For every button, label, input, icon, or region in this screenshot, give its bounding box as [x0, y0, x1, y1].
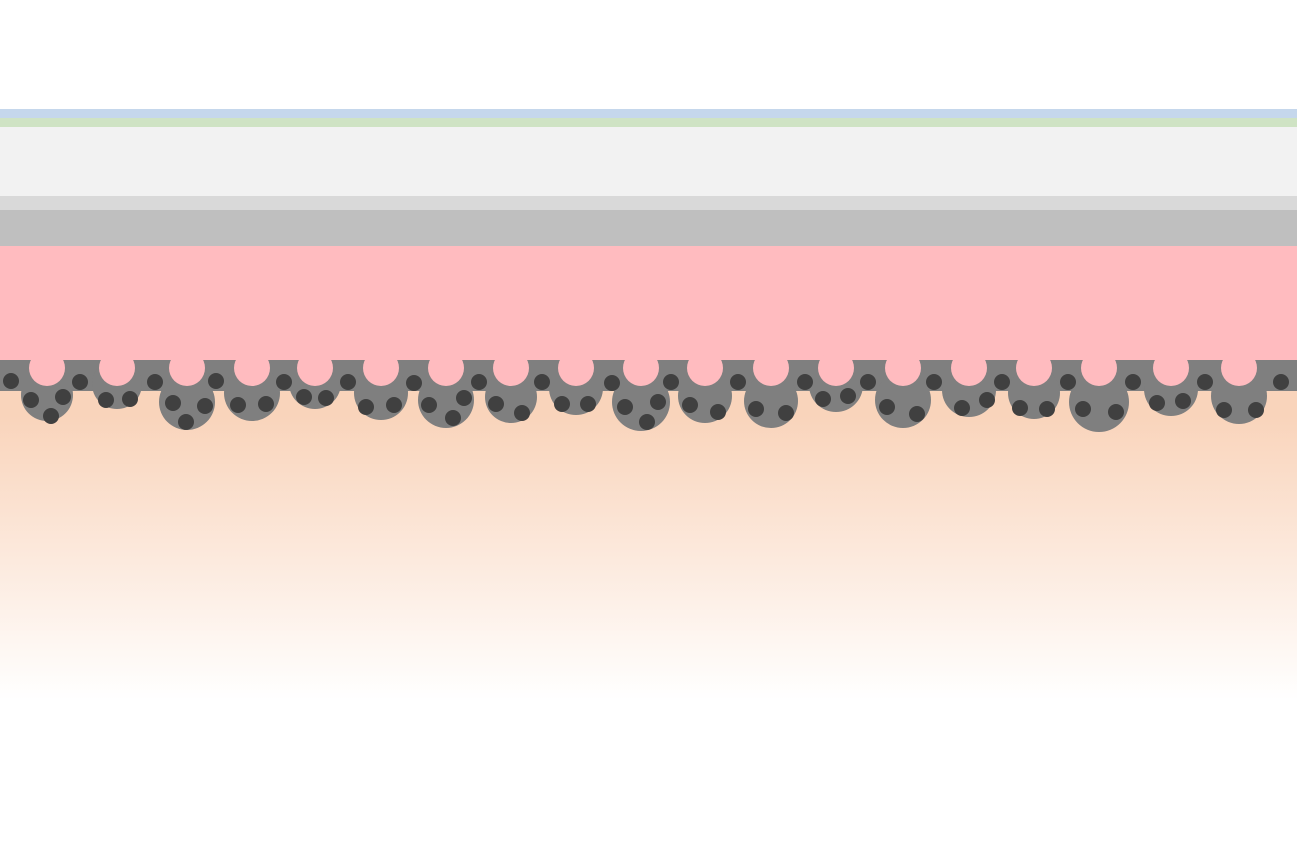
pink-bump: [234, 350, 270, 386]
dark-particle: [514, 405, 530, 421]
dark-particle: [682, 397, 698, 413]
gray-lobe: [159, 374, 215, 430]
dark-particle: [386, 397, 402, 413]
dark-particle: [358, 399, 374, 415]
dark-particle: [258, 396, 274, 412]
dark-particle: [1039, 401, 1055, 417]
dark-particle: [23, 392, 39, 408]
dark-particle: [1248, 402, 1264, 418]
pink-layer: [0, 246, 1297, 360]
dark-particle: [860, 374, 876, 390]
pink-bump-group: [29, 350, 1257, 386]
dark-particle: [815, 391, 831, 407]
pink-bump: [363, 350, 399, 386]
dark-particle: [926, 374, 942, 390]
pink-bump: [885, 350, 921, 386]
dark-particle: [840, 388, 856, 404]
light-gray-layer: [0, 196, 1297, 210]
dark-particle: [650, 394, 666, 410]
dark-particle: [340, 374, 356, 390]
dark-particle: [954, 400, 970, 416]
dark-particle: [879, 399, 895, 415]
dark-particle: [1060, 374, 1076, 390]
dark-particle: [1197, 374, 1213, 390]
dark-particle: [604, 375, 620, 391]
dark-particle: [122, 391, 138, 407]
pink-bump: [623, 350, 659, 386]
dark-particle: [1216, 402, 1232, 418]
gray-lobe: [612, 373, 670, 431]
dark-particle: [663, 374, 679, 390]
dark-particle: [534, 374, 550, 390]
pink-bump: [1221, 350, 1257, 386]
dark-particle: [1125, 374, 1141, 390]
dark-particle: [165, 395, 181, 411]
dark-particle: [639, 414, 655, 430]
pink-bump: [753, 350, 789, 386]
dark-particle: [979, 392, 995, 408]
dark-particle: [580, 396, 596, 412]
dark-particle: [1108, 404, 1124, 420]
dark-particle: [456, 390, 472, 406]
dark-particle: [43, 408, 59, 424]
pink-bump: [1016, 350, 1052, 386]
dark-particle: [909, 406, 925, 422]
dark-particle: [406, 375, 422, 391]
pink-bump: [493, 350, 529, 386]
dark-particle: [230, 397, 246, 413]
dark-particle: [445, 410, 461, 426]
pink-bump: [1153, 350, 1189, 386]
pink-bump: [1081, 350, 1117, 386]
dark-particle: [276, 374, 292, 390]
pink-bump: [99, 350, 135, 386]
dark-particle: [488, 396, 504, 412]
dark-particle: [1075, 401, 1091, 417]
dark-particle: [55, 389, 71, 405]
dark-particle: [1273, 374, 1289, 390]
dark-particle: [730, 374, 746, 390]
pink-bump: [818, 350, 854, 386]
dark-particle: [208, 373, 224, 389]
pink-bump: [428, 350, 464, 386]
gray-lobe: [418, 372, 474, 428]
dark-particle: [421, 397, 437, 413]
dark-particle: [147, 374, 163, 390]
dark-particle: [778, 405, 794, 421]
pink-bump: [558, 350, 594, 386]
pink-bump: [169, 350, 205, 386]
pink-bump: [687, 350, 723, 386]
dark-particle: [3, 373, 19, 389]
top-blue-layer: [0, 109, 1297, 118]
dark-particle: [1012, 400, 1028, 416]
dark-particle: [797, 374, 813, 390]
pink-bump: [951, 350, 987, 386]
dark-particle: [1175, 393, 1191, 409]
gradient-fade-region: [0, 391, 1297, 700]
dark-particle: [318, 390, 334, 406]
pink-bump: [297, 350, 333, 386]
dark-particle: [554, 396, 570, 412]
light-layer: [0, 127, 1297, 196]
dark-particle: [471, 374, 487, 390]
top-green-layer: [0, 118, 1297, 127]
dark-particle: [72, 374, 88, 390]
gray-lobe: [21, 369, 73, 421]
dark-particle: [710, 404, 726, 420]
mid-gray-layer: [0, 210, 1297, 246]
dark-particle: [994, 374, 1010, 390]
dark-particle: [98, 392, 114, 408]
pink-bump: [29, 350, 65, 386]
dark-particle: [617, 399, 633, 415]
particle-group: [3, 373, 1289, 430]
dark-particle: [1149, 395, 1165, 411]
dark-particle: [296, 389, 312, 405]
dark-particle: [178, 414, 194, 430]
dark-particle: [748, 401, 764, 417]
dark-particle: [197, 398, 213, 414]
